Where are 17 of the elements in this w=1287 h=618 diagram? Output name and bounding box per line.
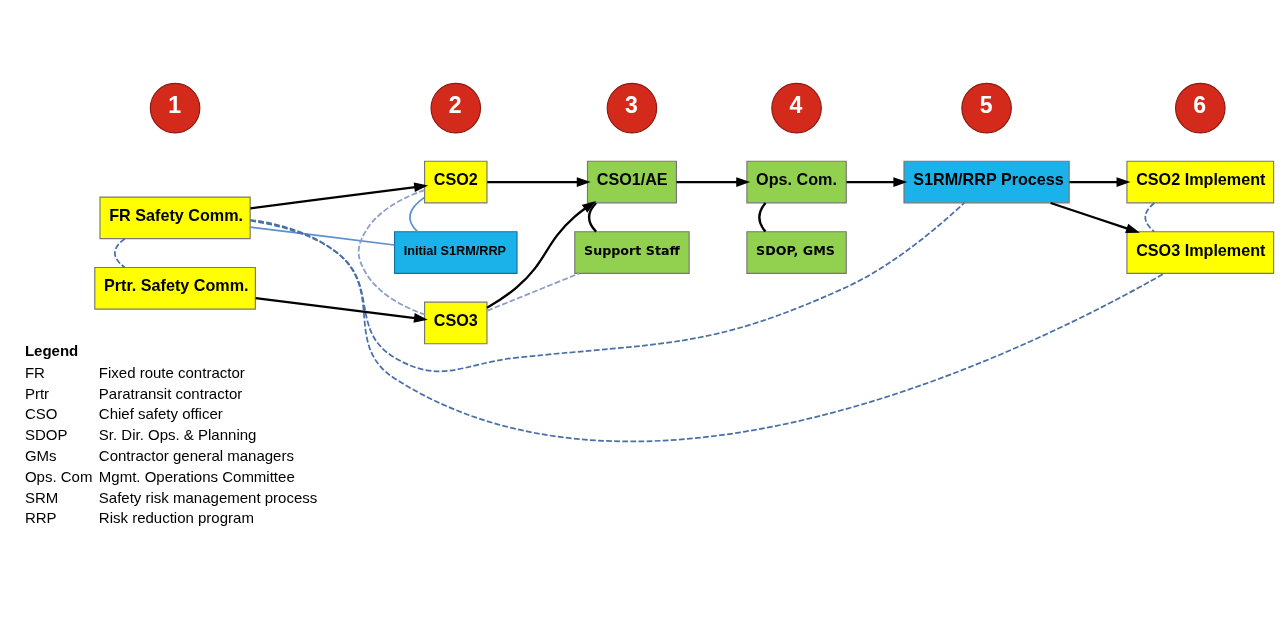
- label: Fixed route contractor: [98, 363, 245, 381]
- label: CSO: [24, 405, 58, 423]
- label: Safety risk management process: [98, 488, 318, 506]
- label: Legend: [24, 341, 79, 359]
- label: Ops. Com: [24, 467, 93, 485]
- label: Paratransit contractor: [98, 384, 243, 402]
- label: Chief safety officer: [98, 405, 223, 423]
- label: Sr. Dir. Ops. & Planning: [98, 426, 257, 444]
- label: FR: [24, 363, 45, 381]
- label: SRM: [24, 488, 59, 506]
- label: Risk reduction program: [98, 509, 254, 527]
- label: Prtr: [24, 384, 50, 402]
- label: Mgmt. Operations Committee: [98, 467, 295, 485]
- label: SDOP: [24, 426, 68, 444]
- label: RRP: [24, 509, 57, 527]
- label: Contractor general managers: [98, 446, 294, 464]
- label: GMs: [24, 446, 57, 464]
